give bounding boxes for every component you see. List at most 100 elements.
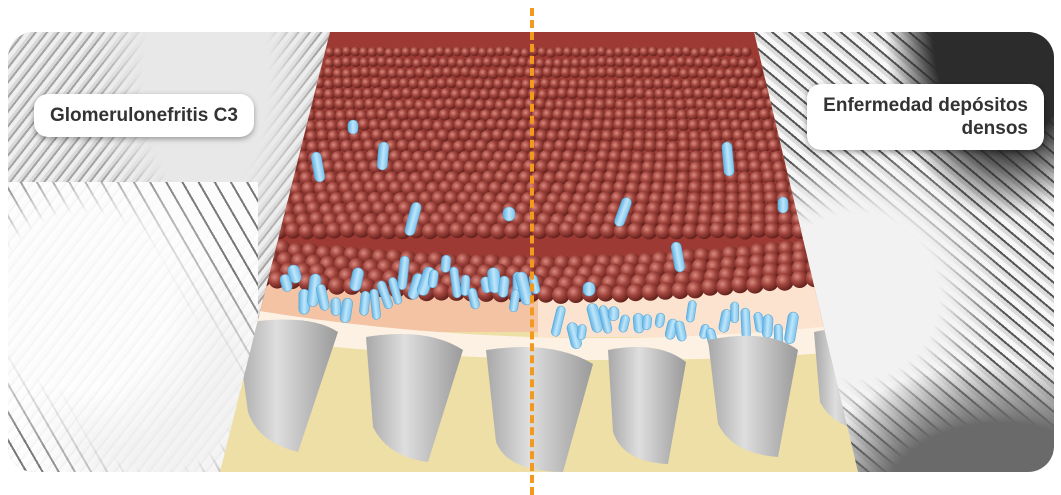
cell-sphere (274, 161, 288, 175)
cell-sphere (234, 247, 251, 264)
label-right-line2: densos (823, 117, 1028, 140)
cell-sphere (385, 48, 395, 58)
cell-sphere (445, 98, 457, 110)
cell-sphere (412, 58, 422, 68)
cell-sphere (706, 67, 717, 78)
cell-sphere (672, 79, 683, 90)
cell-sphere (572, 47, 582, 57)
cell-sphere (263, 171, 277, 185)
cell-sphere (820, 237, 836, 253)
cell-sphere (577, 139, 590, 152)
cell-sphere (546, 48, 556, 58)
cell-sphere (538, 47, 548, 57)
deposit-cylinder (642, 314, 652, 330)
cell-sphere (667, 129, 680, 142)
cell-sphere (418, 108, 430, 120)
cell-sphere (806, 270, 824, 288)
cell-sphere (540, 78, 551, 89)
cell-sphere (386, 57, 396, 67)
cell-sphere (745, 99, 757, 111)
cell-sphere (698, 119, 711, 132)
cell-sphere (382, 89, 393, 100)
cell-sphere (514, 129, 527, 142)
cell-sphere (487, 47, 497, 57)
cell-sphere (597, 46, 607, 56)
cell-sphere (371, 77, 382, 88)
cell-sphere (721, 58, 731, 68)
cell-sphere (509, 88, 520, 99)
cell-sphere (742, 47, 752, 57)
cell-sphere (334, 98, 346, 110)
cell-sphere (801, 181, 816, 196)
cell-sphere (815, 191, 830, 206)
cell-sphere (267, 203, 282, 218)
cell-sphere (547, 88, 558, 99)
cell-sphere (615, 68, 626, 79)
cell-sphere (334, 47, 344, 57)
cell-sphere (836, 267, 854, 285)
cell-sphere (759, 108, 771, 120)
cell-sphere (817, 202, 832, 217)
cell-sphere (353, 222, 369, 238)
cell-sphere (766, 98, 778, 110)
cell-sphere (806, 222, 822, 238)
cell-sphere (635, 108, 647, 120)
label-left-text: Glomerulonefritis C3 (50, 105, 238, 126)
cell-sphere (424, 68, 435, 79)
cell-sphere (329, 140, 342, 153)
cell-sphere (664, 88, 675, 99)
cell-sphere (732, 88, 743, 99)
cell-sphere (791, 201, 806, 216)
cell-sphere (725, 47, 735, 57)
cell-sphere (285, 151, 299, 165)
cell-sphere (806, 249, 823, 266)
cell-sphere (264, 181, 279, 196)
cell-sphere (246, 238, 262, 254)
cell-sphere (295, 139, 308, 152)
deposit-cylinder (377, 142, 389, 171)
cell-sphere (625, 77, 636, 88)
cell-sphere (640, 47, 650, 57)
cell-sphere (716, 278, 734, 296)
cell-sphere (402, 87, 413, 98)
cell-sphere (834, 235, 850, 251)
cell-sphere (779, 140, 792, 153)
cell-sphere (682, 46, 692, 56)
cell-sphere (334, 88, 345, 99)
cell-sphere (492, 57, 502, 67)
cell-sphere (427, 78, 438, 89)
cell-sphere (437, 78, 448, 89)
cell-sphere (579, 68, 590, 79)
cell-sphere (254, 202, 269, 217)
cell-sphere (747, 78, 758, 89)
illustration-clip (208, 32, 868, 472)
cell-sphere (676, 56, 686, 66)
cell-sphere (504, 46, 514, 56)
cell-sphere (430, 139, 443, 152)
cell-sphere (712, 57, 722, 67)
cell-sphere (747, 58, 757, 68)
cell-sphere (731, 276, 749, 294)
deposit-cylinder (331, 298, 341, 316)
cell-sphere (606, 79, 617, 90)
cell-sphere (675, 99, 687, 111)
cell-sphere (474, 78, 485, 89)
cell-sphere (501, 108, 513, 120)
cell-sphere (256, 213, 272, 229)
cell-sphere (460, 67, 471, 78)
cell-sphere (761, 87, 772, 98)
cell-sphere (351, 67, 362, 78)
cell-sphere (368, 47, 378, 57)
cell-sphere (232, 236, 248, 252)
cell-sphere (625, 87, 636, 98)
cell-sphere (711, 129, 724, 142)
cell-sphere (722, 87, 733, 98)
cell-sphere (746, 276, 764, 294)
cell-sphere (552, 286, 570, 304)
cell-sphere (685, 98, 697, 110)
cell-sphere (422, 119, 435, 132)
cell-sphere (465, 98, 477, 110)
cell-sphere (691, 48, 701, 58)
cell-sphere (333, 77, 344, 88)
cell-sphere (644, 78, 655, 89)
